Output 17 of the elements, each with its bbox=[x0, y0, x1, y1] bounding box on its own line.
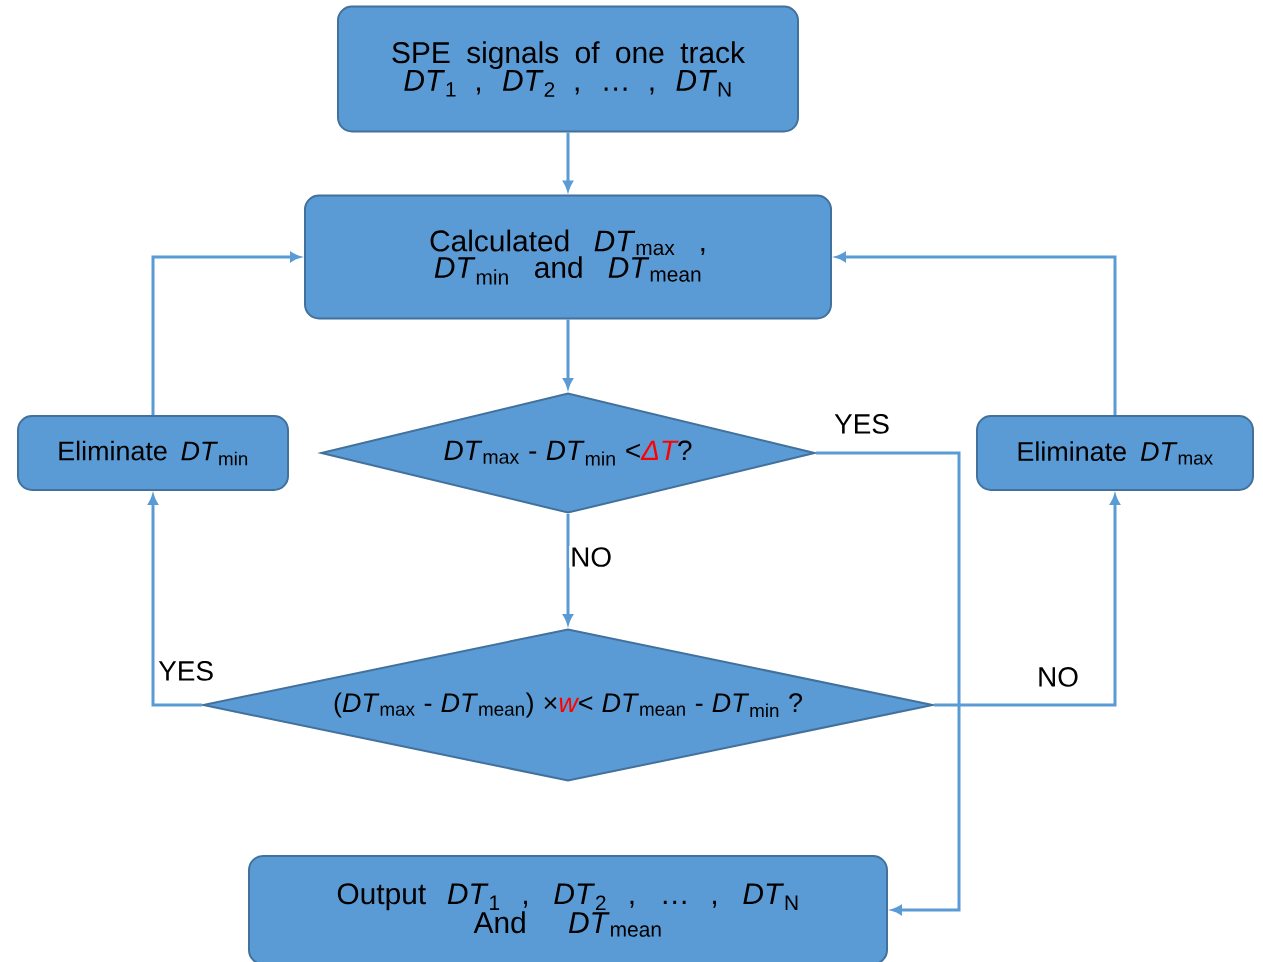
process-box: SPE signals of one track DT$_{1}$ , DT$_{2}$ , … , DT$_{N}$ bbox=[337, 5, 799, 133]
arrow bbox=[835, 252, 1117, 415]
edge-label: NO bbox=[1036, 666, 1080, 688]
arrow bbox=[816, 451, 961, 915]
process-box: Eliminate DT$_{min}$ bbox=[17, 415, 289, 491]
arrow bbox=[934, 494, 1120, 707]
edge-label: YES bbox=[833, 413, 891, 435]
edge-label: YES bbox=[157, 660, 216, 682]
process-box: Eliminate DT$_{max}$ bbox=[976, 415, 1254, 491]
arrow bbox=[563, 132, 573, 191]
edge-label: NO bbox=[569, 546, 614, 568]
arrow bbox=[563, 319, 573, 389]
arrow bbox=[148, 494, 202, 707]
process-box: Output DT$_{1}$ , DT$_{2}$ , … , DT$_{N}$ And DT$_{mean}$ bbox=[248, 855, 888, 962]
process-box: Calculated DT$_{max}$ , DT$_{min}$ and DT$_{mean}$ bbox=[304, 194, 832, 320]
arrow bbox=[563, 514, 573, 625]
arrow bbox=[151, 252, 301, 415]
